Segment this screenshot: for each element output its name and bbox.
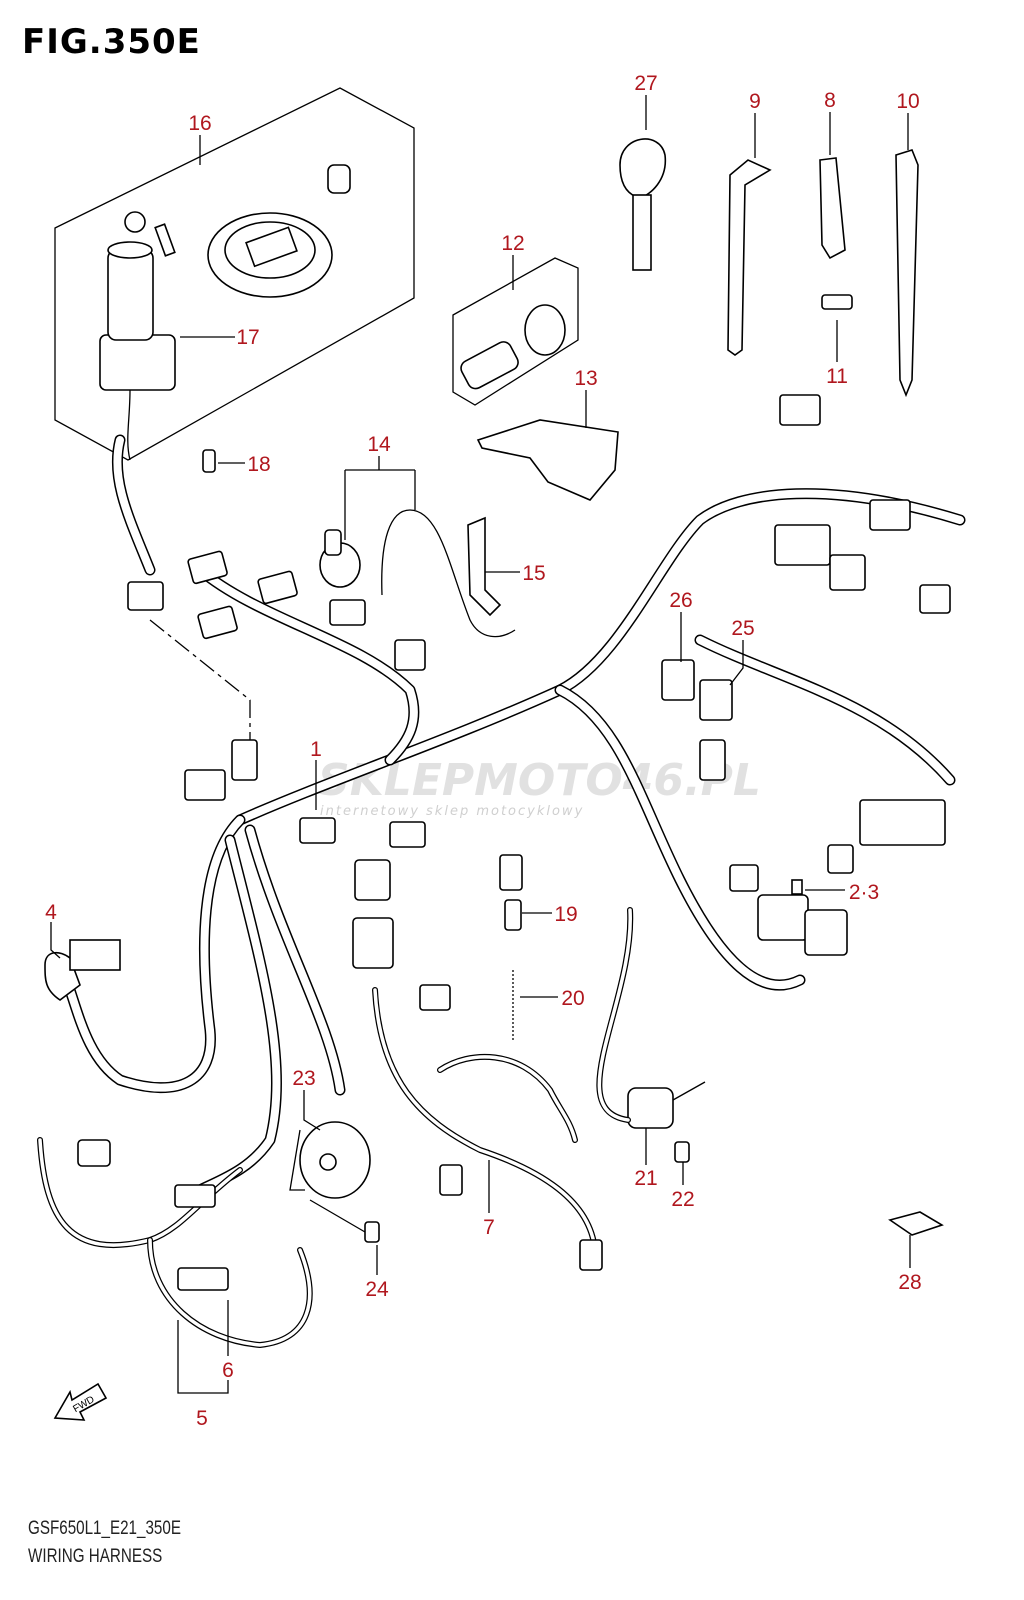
horn <box>289 1121 371 1199</box>
protector-plate <box>476 419 619 501</box>
callout-27: 27 <box>634 72 657 95</box>
relay-25 <box>699 679 733 721</box>
callout-13: 13 <box>574 367 597 390</box>
side-stand-switch <box>596 907 706 1129</box>
connectors <box>127 394 951 1011</box>
callout-7: 7 <box>483 1216 495 1239</box>
callout-25: 25 <box>731 617 754 640</box>
fuse-box <box>859 799 946 846</box>
seat-lock-cylinder <box>327 164 351 194</box>
fuel-cap-lock <box>207 212 333 298</box>
callout-16: 16 <box>188 112 211 135</box>
callout-21: 21 <box>634 1167 657 1190</box>
callout-1: 1 <box>310 738 322 761</box>
screw-18 <box>202 449 216 473</box>
socket-box <box>452 257 579 406</box>
callout-18: 18 <box>247 453 270 476</box>
clamp-8 <box>819 157 846 260</box>
screw-22 <box>674 1141 690 1163</box>
cable-tie-10 <box>895 149 919 398</box>
ignition-set-box <box>54 87 415 461</box>
sub-harness-5 <box>37 1137 313 1349</box>
callout-5: 5 <box>196 1407 208 1430</box>
main-wiring-harness <box>64 434 966 1196</box>
callout-2-3: 2·3 <box>849 881 879 904</box>
leader-lines <box>50 95 911 1394</box>
callout-10: 10 <box>896 90 919 113</box>
callout-14: 14 <box>367 433 391 456</box>
fwd-arrow-icon: FWD <box>53 1382 108 1421</box>
svg-text:internetowy sklep motocyklowy: internetowy sklep motocyklowy <box>320 804 584 819</box>
callout-6: 6 <box>222 1359 234 1382</box>
bolt-24 <box>364 1221 380 1243</box>
callout-22: 22 <box>671 1188 694 1211</box>
callout-23: 23 <box>292 1067 315 1090</box>
callout-20: 20 <box>561 987 584 1010</box>
relay-26 <box>661 659 695 701</box>
starter-relay <box>757 894 809 941</box>
clamp-15 <box>467 516 502 617</box>
callout-12: 12 <box>501 232 524 255</box>
cable-tie-9 <box>727 159 772 356</box>
sub-harness-7 <box>352 917 603 1271</box>
callout-8: 8 <box>824 89 836 112</box>
key <box>619 138 666 271</box>
relay-cover <box>804 909 848 956</box>
power-socket <box>460 341 519 390</box>
bolt-11 <box>821 294 853 310</box>
callout-11: 11 <box>826 365 848 388</box>
figure-title: FIG.350E <box>22 22 201 62</box>
pad-28 <box>888 1211 944 1236</box>
callout-17: 17 <box>236 326 259 349</box>
callout-15: 15 <box>522 562 545 585</box>
grommet-14-top <box>324 529 342 556</box>
connector-4 <box>44 939 121 1001</box>
callout-labels: 16 17 18 27 9 8 10 12 11 13 14 15 26 25 1 2·3 19 20 4 23 21 2… <box>45 72 922 1430</box>
diagram-name: WIRING HARNESS <box>28 1546 163 1567</box>
ground-wire-14 <box>381 509 516 638</box>
callout-26: 26 <box>669 589 692 612</box>
callout-4: 4 <box>45 901 57 924</box>
switch-19 <box>504 899 522 931</box>
callout-28: 28 <box>898 1271 921 1294</box>
ignition-switch <box>99 211 176 461</box>
callout-19: 19 <box>554 903 577 926</box>
socket-cap <box>524 304 566 356</box>
callout-9: 9 <box>749 90 761 113</box>
callout-24: 24 <box>365 1278 389 1301</box>
diagram-code: GSF650L1_E21_350E <box>28 1518 181 1539</box>
fuse <box>791 879 803 895</box>
